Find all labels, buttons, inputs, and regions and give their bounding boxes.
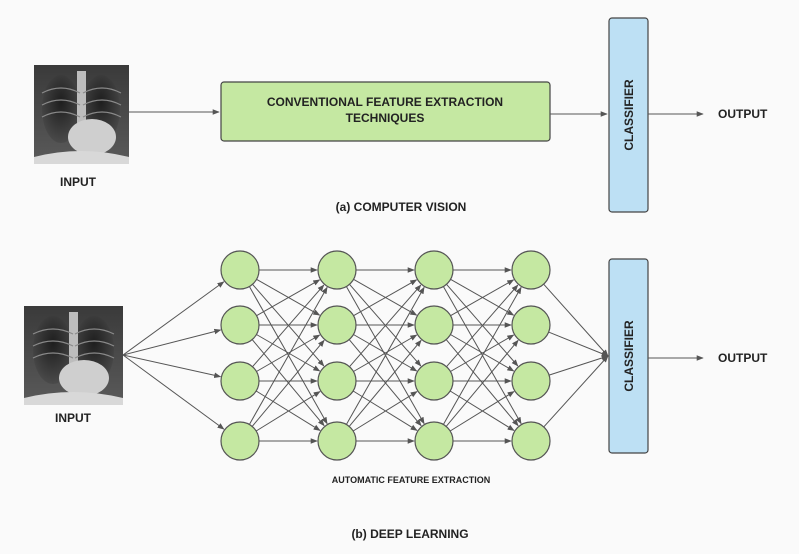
caption-computer-vision: (a) COMPUTER VISION xyxy=(336,200,467,214)
network-node xyxy=(414,305,454,345)
feature-box-line2: TECHNIQUES xyxy=(346,111,425,125)
output-connection xyxy=(543,355,609,428)
network-connection xyxy=(450,334,515,372)
network-node xyxy=(414,421,454,461)
network-nodes xyxy=(220,250,551,461)
xray-image-bottom xyxy=(24,306,123,405)
network-connection xyxy=(450,279,515,317)
network-connection xyxy=(248,286,328,425)
output-connection xyxy=(543,283,609,357)
network-node xyxy=(317,250,357,290)
input-label-bottom: INPUT xyxy=(55,411,92,425)
classifier-box-top xyxy=(608,17,649,213)
network-connection xyxy=(251,339,325,427)
network-connection xyxy=(352,391,418,432)
automatic-feature-extraction-label: AUTOMATIC FEATURE EXTRACTION xyxy=(332,475,491,485)
network-node xyxy=(317,305,357,345)
network-connection xyxy=(446,284,519,368)
output-connection xyxy=(548,355,609,376)
network-node xyxy=(317,361,357,401)
network-connection xyxy=(255,391,321,432)
output-connection xyxy=(548,331,609,357)
network-node xyxy=(414,361,454,401)
input-connection xyxy=(122,281,225,356)
network-connection xyxy=(256,279,321,317)
network-node xyxy=(511,305,551,345)
output-label-top: OUTPUT xyxy=(718,107,768,121)
network-node xyxy=(511,421,551,461)
network-connection xyxy=(345,286,425,425)
network-connection xyxy=(445,339,519,427)
network-node xyxy=(220,421,260,461)
network-connection xyxy=(252,284,325,368)
feature-extraction-box xyxy=(220,81,551,142)
input-label-top: INPUT xyxy=(60,175,97,189)
classifier-label-top: CLASSIFIER xyxy=(622,79,636,151)
network-connection xyxy=(349,284,422,368)
network-connection xyxy=(353,334,418,372)
xray-image-top xyxy=(34,65,129,164)
network-node xyxy=(511,250,551,290)
network-connection xyxy=(442,286,522,425)
network-node xyxy=(511,361,551,401)
output-label-bottom: OUTPUT xyxy=(718,351,768,365)
network-connections xyxy=(122,267,609,444)
classifier-box-bottom xyxy=(608,258,649,454)
network-connection xyxy=(348,339,422,427)
caption-deep-learning: (b) DEEP LEARNING xyxy=(351,527,468,541)
network-node xyxy=(220,361,260,401)
network-connection xyxy=(353,279,418,317)
network-node xyxy=(220,305,260,345)
network-node xyxy=(317,421,357,461)
input-connection xyxy=(122,354,222,379)
input-connection xyxy=(122,354,225,430)
classifier-label-bottom: CLASSIFIER xyxy=(622,320,636,392)
network-connection xyxy=(256,334,321,372)
feature-box-line1: CONVENTIONAL FEATURE EXTRACTION xyxy=(267,95,503,109)
network-connection xyxy=(449,391,515,432)
network-node xyxy=(414,250,454,290)
network-node xyxy=(220,250,260,290)
input-connection xyxy=(122,328,222,356)
